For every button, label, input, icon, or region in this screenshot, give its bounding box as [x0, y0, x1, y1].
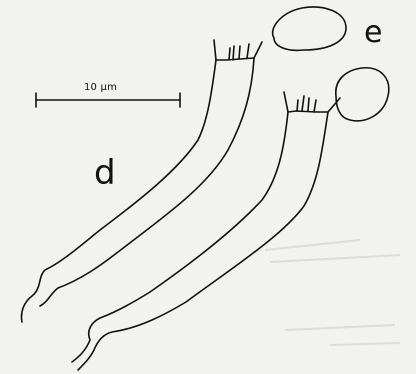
lower-structure-outline: [72, 112, 328, 370]
scale-bar-label: 10 µm: [84, 83, 117, 93]
figure-label-d: d: [94, 156, 116, 190]
background-bleed-marks: [265, 240, 400, 345]
figure-label-e: e: [364, 18, 382, 48]
lower-structure-apex: [284, 92, 340, 112]
upper-structure-apex: [214, 40, 262, 60]
spore-upper: [273, 7, 346, 50]
scale-bar: [36, 93, 180, 107]
spore-lower: [336, 68, 389, 121]
upper-structure-outline: [21, 58, 254, 322]
